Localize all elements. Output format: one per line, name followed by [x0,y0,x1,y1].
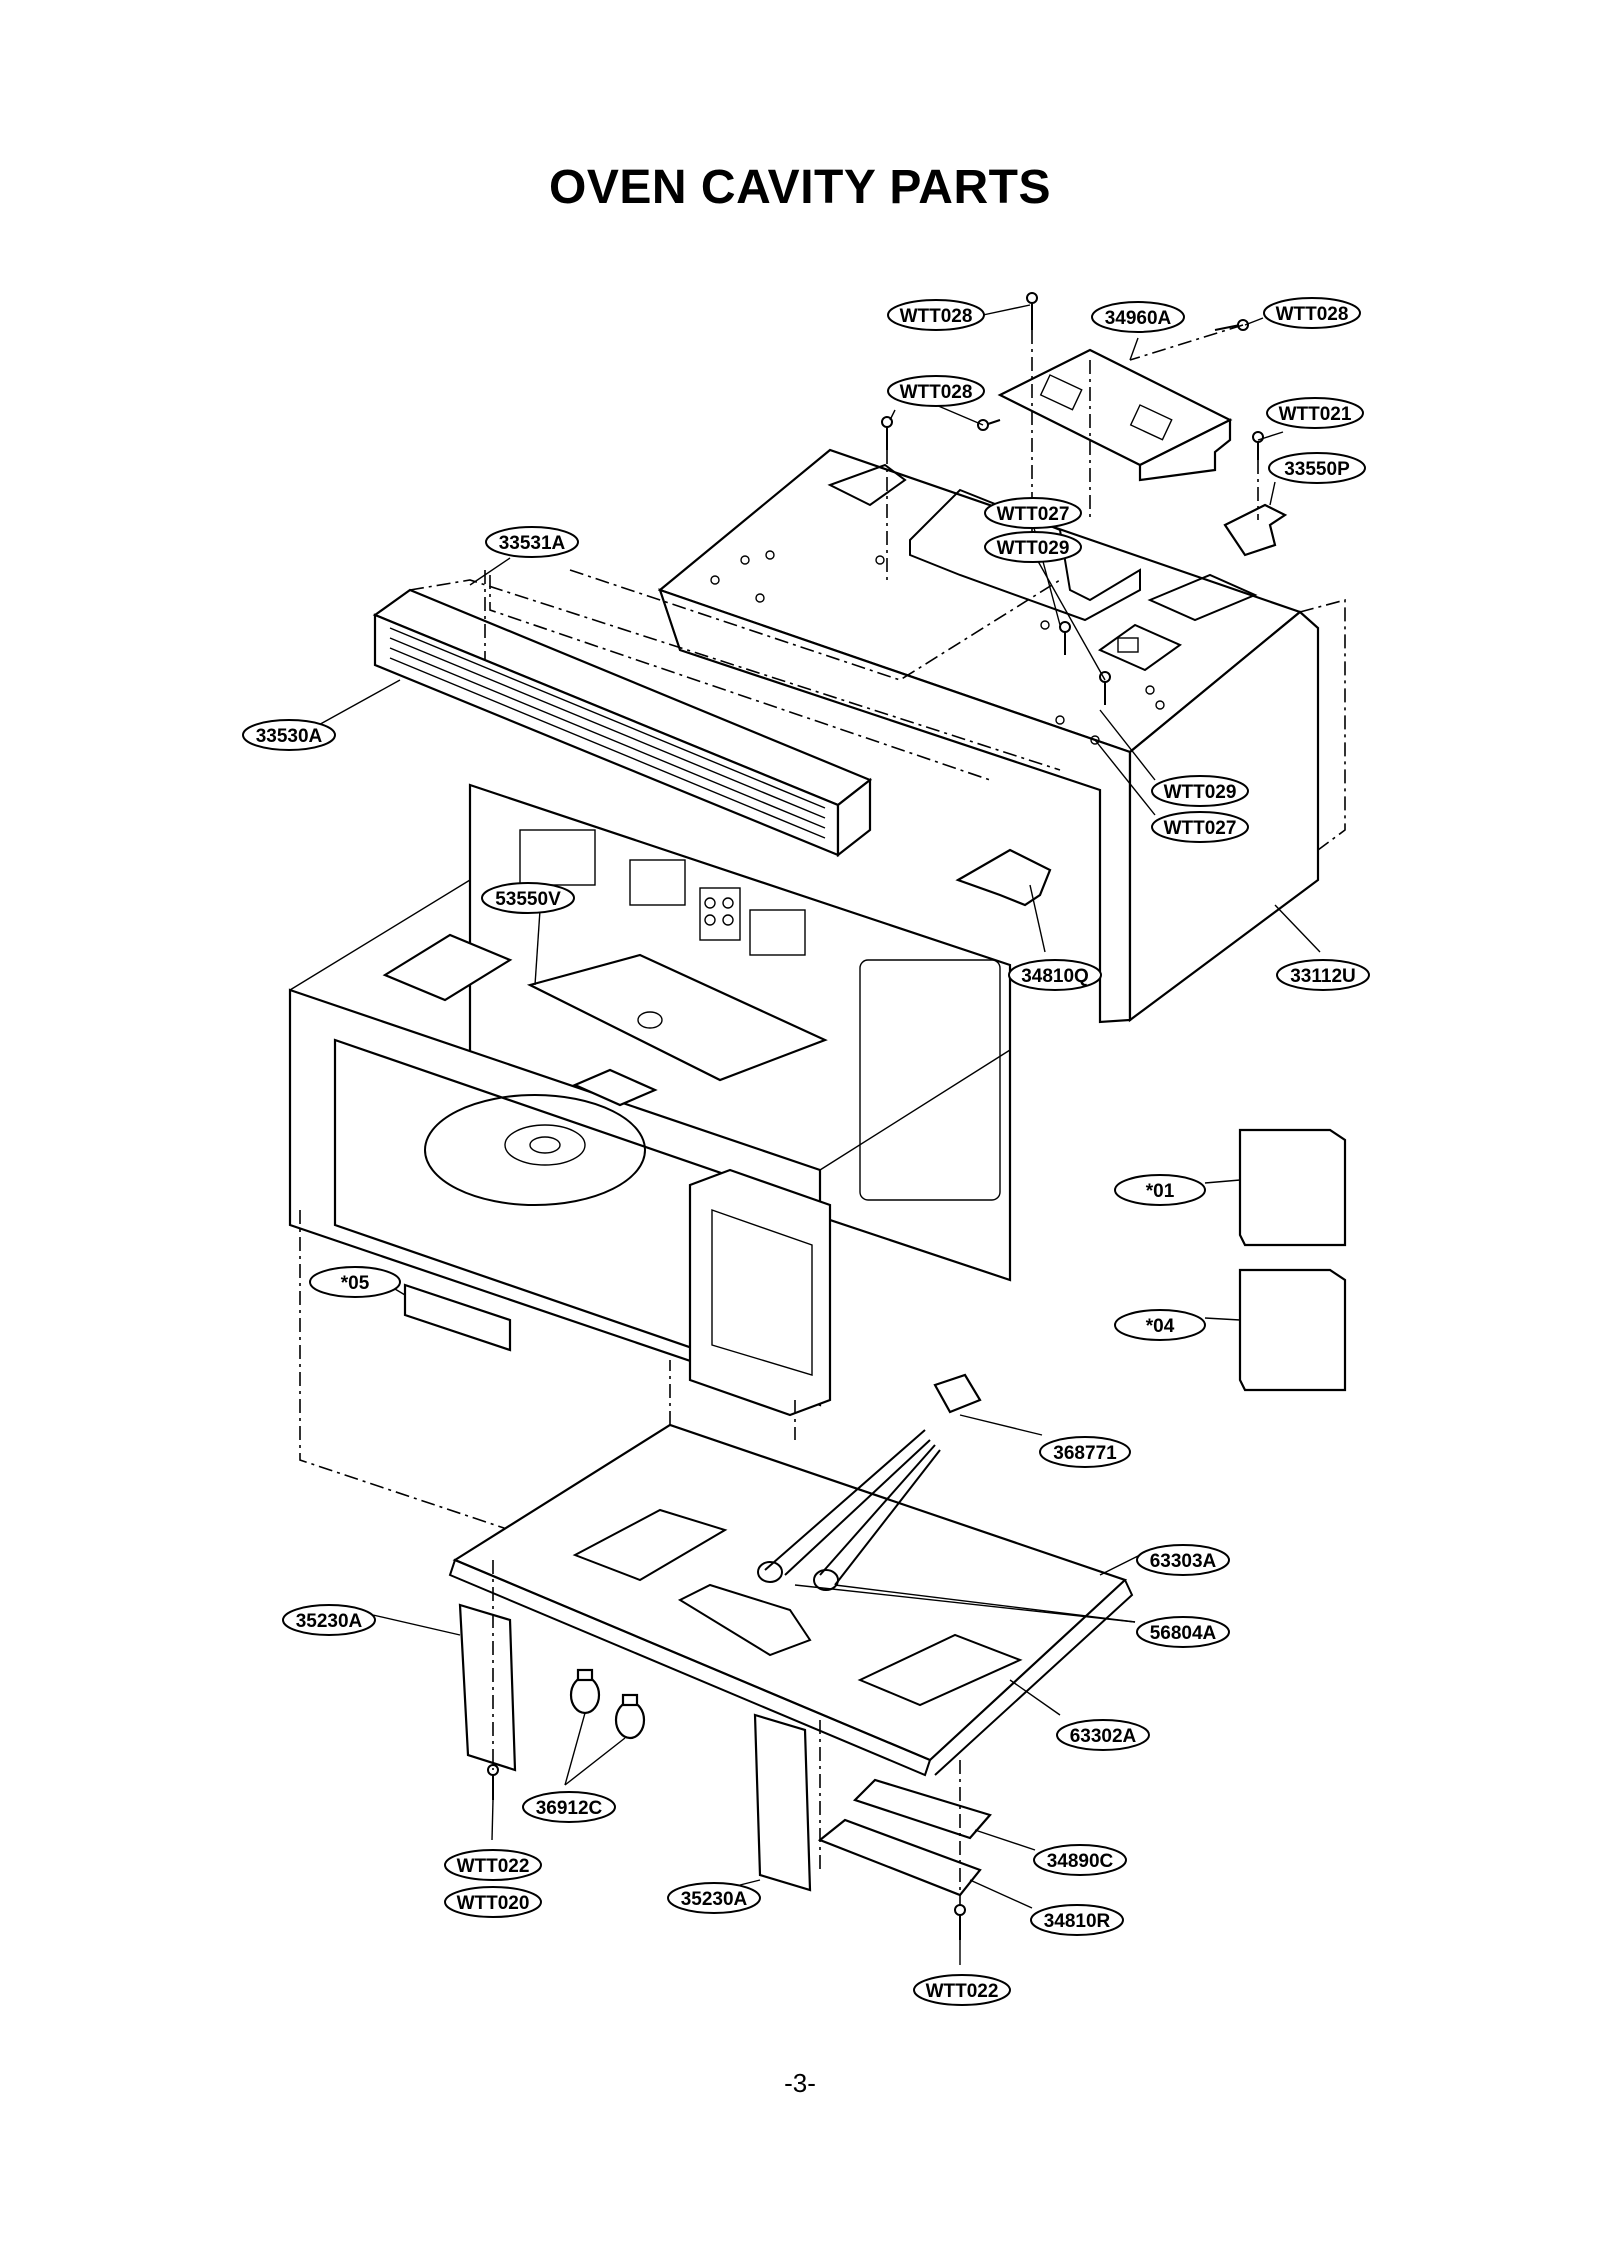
label-wtt021[interactable]: WTT021 [1266,397,1364,429]
label-star-04[interactable]: *04 [1114,1309,1206,1341]
label-star-01[interactable]: *01 [1114,1174,1206,1206]
svg-text:34960A: 34960A [1105,308,1172,329]
label-34810q[interactable]: 34810Q [1008,959,1102,991]
svg-text:WTT022: WTT022 [457,1856,530,1877]
svg-text:WTT021: WTT021 [1279,404,1352,425]
box-04-drawing [1238,1268,1347,1392]
vent-grille-drawing [372,588,873,858]
svg-text:WTT027: WTT027 [1164,818,1237,839]
svg-text:*01: *01 [1146,1181,1175,1202]
filter-left-drawing [458,1603,517,1772]
svg-text:35230A: 35230A [296,1611,363,1632]
label-wtt020[interactable]: WTT020 [444,1886,542,1918]
lamp-bulbs-drawing [569,1668,646,1740]
leader-lines [314,304,1321,1965]
svg-text:WTT022: WTT022 [926,1981,999,2002]
part-labels: WTT028 34960A WTT028 WTT028 WTT021 33550… [242,297,1370,2006]
svg-text:*05: *05 [341,1273,370,1294]
svg-text:33112U: 33112U [1290,966,1356,987]
label-368771[interactable]: 368771 [1039,1436,1131,1468]
label-34810r[interactable]: 34810R [1030,1904,1124,1936]
svg-text:WTT028: WTT028 [1276,304,1349,325]
filter-right-drawing [753,1713,812,1892]
svg-text:63302A: 63302A [1070,1726,1137,1747]
label-33550p[interactable]: 33550P [1268,452,1366,484]
svg-text:368771: 368771 [1053,1443,1117,1464]
svg-text:WTT029: WTT029 [997,538,1070,559]
bracket-34810q-drawing [955,848,1052,907]
svg-text:WTT027: WTT027 [997,504,1070,525]
page-title: OVEN CAVITY PARTS [549,161,1051,214]
label-wtt028-top[interactable]: WTT028 [887,299,985,331]
oven-cavity-drawing [288,783,1012,1417]
svg-text:34810R: 34810R [1044,1911,1111,1932]
wire-harness-drawing [757,1373,982,1591]
label-63302a[interactable]: 63302A [1056,1719,1150,1751]
svg-text:36912C: 36912C [536,1798,603,1819]
label-35230a-right[interactable]: 35230A [667,1882,761,1914]
lamp-cover-drawing [817,1818,982,1897]
svg-text:WTT020: WTT020 [457,1893,530,1914]
page-number: -3- [784,2068,816,2098]
label-wtt027-top[interactable]: WTT027 [984,497,1082,529]
box-01-drawing [1238,1128,1347,1247]
label-34890c[interactable]: 34890C [1033,1844,1127,1876]
svg-text:33531A: 33531A [499,533,566,554]
label-star-05[interactable]: *05 [309,1266,401,1298]
svg-text:34890C: 34890C [1047,1851,1114,1872]
label-wtt028-right[interactable]: WTT028 [1263,297,1361,329]
label-35230a-left[interactable]: 35230A [282,1604,376,1636]
label-56804a[interactable]: 56804A [1136,1616,1230,1648]
label-53550v[interactable]: 53550V [481,882,575,914]
svg-text:33530A: 33530A [256,726,323,747]
label-36912c[interactable]: 36912C [522,1791,616,1823]
label-wtt027-side[interactable]: WTT027 [1151,811,1249,843]
svg-text:WTT028: WTT028 [900,382,973,403]
label-33530a[interactable]: 33530A [242,719,336,751]
svg-text:35230A: 35230A [681,1889,748,1910]
svg-text:WTT028: WTT028 [900,306,973,327]
svg-text:WTT029: WTT029 [1164,782,1237,803]
label-33531a[interactable]: 33531A [485,526,579,558]
mounting-plate-drawing [997,348,1233,482]
svg-text:56804A: 56804A [1150,1623,1217,1644]
svg-text:*04: *04 [1146,1316,1175,1337]
label-wtt028-mid[interactable]: WTT028 [887,375,985,407]
label-wtt022-left[interactable]: WTT022 [444,1849,542,1881]
label-63303a[interactable]: 63303A [1136,1544,1230,1576]
svg-text:53550V: 53550V [495,889,561,910]
svg-text:63303A: 63303A [1150,1551,1217,1572]
lamp-lens-drawing [852,1778,992,1840]
label-34960a[interactable]: 34960A [1091,301,1185,333]
label-33112u[interactable]: 33112U [1276,959,1370,991]
bottom-plate-drawing [448,1423,1134,1777]
label-wtt022-bottom[interactable]: WTT022 [913,1974,1011,2006]
label-wtt029-side[interactable]: WTT029 [1151,775,1249,807]
svg-text:33550P: 33550P [1284,459,1350,480]
bracket-33550p-drawing [1223,503,1288,557]
label-wtt029-top[interactable]: WTT029 [984,531,1082,563]
svg-text:34810Q: 34810Q [1021,966,1089,987]
